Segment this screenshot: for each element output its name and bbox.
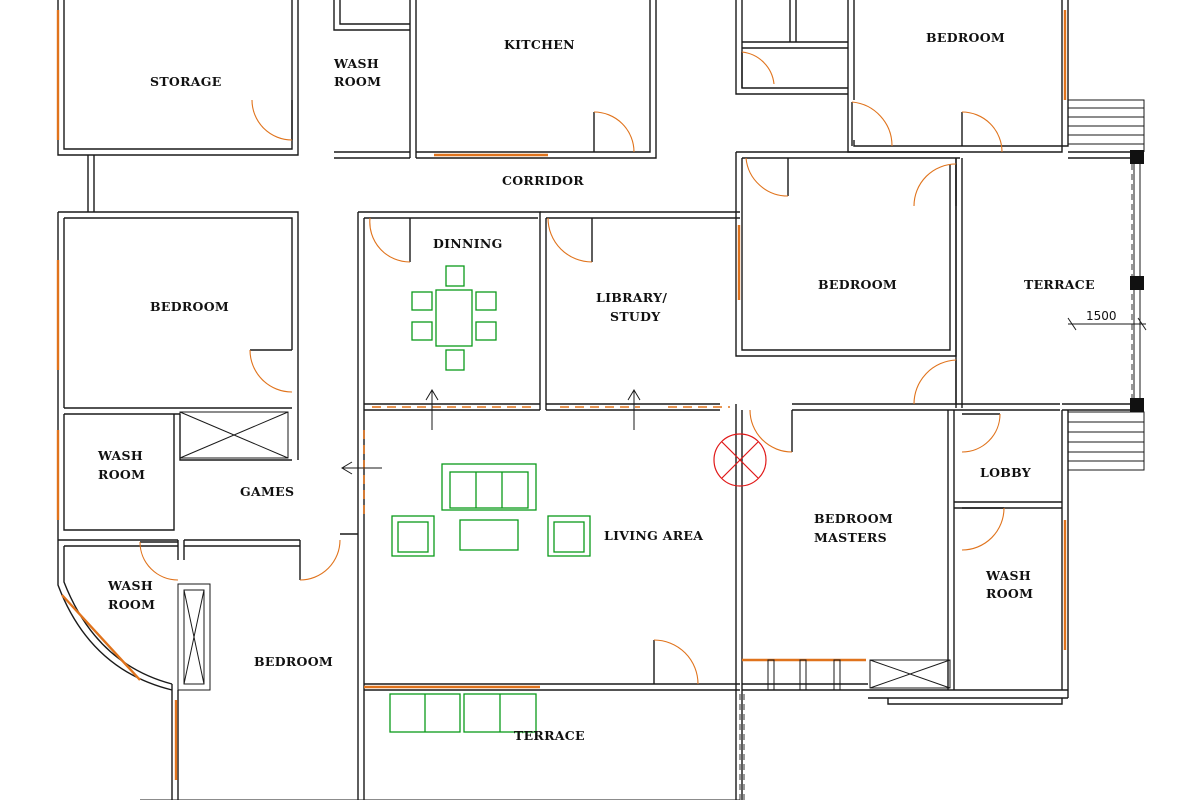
dashed-outlines [140, 164, 1133, 800]
label-dinning: DINNING [433, 236, 503, 251]
label-library-2: STUDY [610, 309, 661, 324]
label-terrace-right: TERRACE [1024, 277, 1095, 292]
doors [139, 51, 1005, 685]
label-washroom-top-2: ROOM [334, 74, 381, 89]
room-labels: STORAGE WASH ROOM KITCHEN BEDROOM CORRID… [97, 30, 1095, 743]
label-washroom-left-1: WASH [97, 448, 143, 463]
columns [1130, 150, 1144, 412]
label-washroom-top-1: WASH [333, 56, 379, 71]
living-sofa-set [391, 463, 591, 557]
windows [56, 10, 1067, 780]
label-washroom-right-1: WASH [985, 568, 1031, 583]
fixture-marker [713, 433, 767, 487]
label-washroom-left-2: ROOM [98, 467, 145, 482]
label-bedroom-left: BEDROOM [150, 299, 229, 314]
label-kitchen: KITCHEN [504, 37, 575, 52]
label-terrace-bottom: TERRACE [514, 728, 585, 743]
stairs [1068, 99, 1145, 471]
label-bedroom-masters-1: BEDROOM [814, 511, 893, 526]
label-corridor: CORRIDOR [502, 173, 584, 188]
section-markers [341, 389, 641, 475]
dining-table-set [411, 265, 497, 371]
label-bedroom-masters-2: MASTERS [814, 530, 887, 545]
label-living-area: LIVING AREA [604, 528, 703, 543]
label-games: GAMES [240, 484, 294, 499]
label-bedroom-center-right: BEDROOM [818, 277, 897, 292]
dimension-label: 1500 [1086, 309, 1117, 323]
label-washroom-lower-2: ROOM [108, 597, 155, 612]
walls [57, 0, 1141, 800]
label-washroom-right-2: ROOM [986, 586, 1033, 601]
label-washroom-lower-1: WASH [107, 578, 153, 593]
label-library-1: LIBRARY/ [596, 290, 667, 305]
fixtures [177, 411, 951, 691]
label-lobby: LOBBY [980, 465, 1032, 480]
label-bedroom-top-right: BEDROOM [926, 30, 1005, 45]
dimension-1500: 1500 [1067, 309, 1147, 331]
terrace-sofa [389, 693, 537, 733]
label-bedroom-bottom-left: BEDROOM [254, 654, 333, 669]
label-storage: STORAGE [150, 74, 222, 89]
